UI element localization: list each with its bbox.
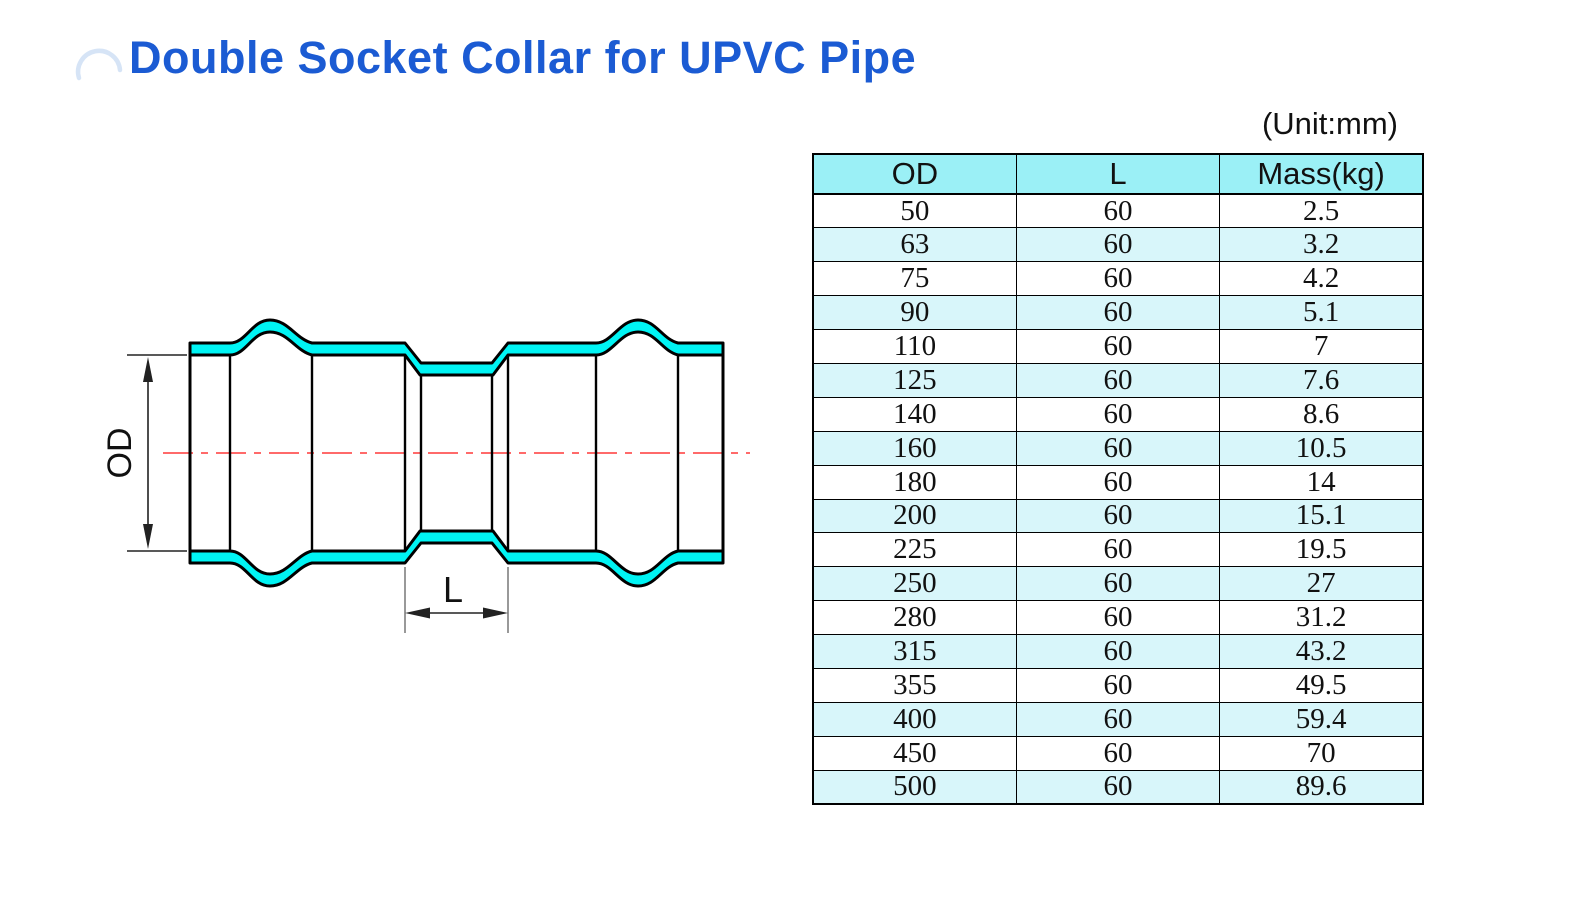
table-cell: 4.2 <box>1219 261 1424 297</box>
l-dimension: L <box>404 567 509 633</box>
table-cell: 160 <box>812 430 1017 466</box>
table-cell: 60 <box>1015 735 1221 771</box>
table-cell: 3.2 <box>1219 227 1424 263</box>
table-cell: 27 <box>1219 566 1424 602</box>
table-cell: 2.5 <box>1219 193 1424 229</box>
page-title: Double Socket Collar for UPVC Pipe <box>129 32 917 83</box>
table-cell: 7 <box>1219 329 1424 364</box>
l-dimension-label: L <box>443 569 463 610</box>
table-cell: 400 <box>812 701 1017 737</box>
table-cell: 60 <box>1015 261 1221 297</box>
title-decoration-arc <box>75 48 123 81</box>
table-cell: 19.5 <box>1219 532 1424 568</box>
table-cell: 60 <box>1015 396 1221 432</box>
table-cell: 43.2 <box>1219 634 1424 669</box>
column-header: L <box>1015 153 1221 195</box>
table-cell: 89.6 <box>1219 769 1424 805</box>
table-cell: 250 <box>812 566 1017 602</box>
column-header: Mass(kg) <box>1219 153 1424 195</box>
table-cell: 450 <box>812 735 1017 771</box>
od-dimension-label: OD <box>101 428 139 479</box>
unit-note: (Unit:mm) <box>1261 106 1398 141</box>
collar-top-wall <box>188 318 725 377</box>
table-cell: 60 <box>1015 464 1221 500</box>
table-cell: 90 <box>812 295 1017 331</box>
table-cell: 60 <box>1015 329 1221 364</box>
table-cell: 70 <box>1219 735 1424 771</box>
table-cell: 60 <box>1015 227 1221 263</box>
table-cell: 110 <box>812 329 1017 364</box>
table-cell: 60 <box>1015 667 1221 703</box>
table-cell: 60 <box>1015 701 1221 737</box>
table-cell: 315 <box>812 634 1017 669</box>
table-cell: 8.6 <box>1219 396 1424 432</box>
table-cell: 60 <box>1015 600 1221 636</box>
table-cell: 75 <box>812 261 1017 297</box>
table-cell: 63 <box>812 227 1017 263</box>
table-cell: 50 <box>812 193 1017 229</box>
table-cell: 14 <box>1219 464 1424 500</box>
table-cell: 200 <box>812 498 1017 534</box>
table-cell: 355 <box>812 667 1017 703</box>
table-cell: 10.5 <box>1219 430 1424 466</box>
table-cell: 60 <box>1015 498 1221 534</box>
table-cell: 15.1 <box>1219 498 1424 534</box>
table-cell: 140 <box>812 396 1017 432</box>
od-dimension: OD <box>101 354 187 552</box>
table-cell: 60 <box>1015 566 1221 602</box>
table-cell: 60 <box>1015 532 1221 568</box>
table-cell: 125 <box>812 362 1017 398</box>
table-cell: 60 <box>1015 769 1221 805</box>
table-cell: 59.4 <box>1219 701 1424 737</box>
table-cell: 5.1 <box>1219 295 1424 331</box>
table-cell: 60 <box>1015 193 1221 229</box>
column-header: OD <box>812 153 1017 195</box>
table-cell: 49.5 <box>1219 667 1424 703</box>
table-cell: 60 <box>1015 295 1221 331</box>
table-cell: 500 <box>812 769 1017 805</box>
table-cell: 60 <box>1015 430 1221 466</box>
table-cell: 280 <box>812 600 1017 636</box>
table-cell: 7.6 <box>1219 362 1424 398</box>
collar-diagram: OD L <box>101 318 750 633</box>
table-cell: 180 <box>812 464 1017 500</box>
table-cell: 60 <box>1015 634 1221 669</box>
table-cell: 225 <box>812 532 1017 568</box>
table-cell: 60 <box>1015 362 1221 398</box>
table-cell: 31.2 <box>1219 600 1424 636</box>
